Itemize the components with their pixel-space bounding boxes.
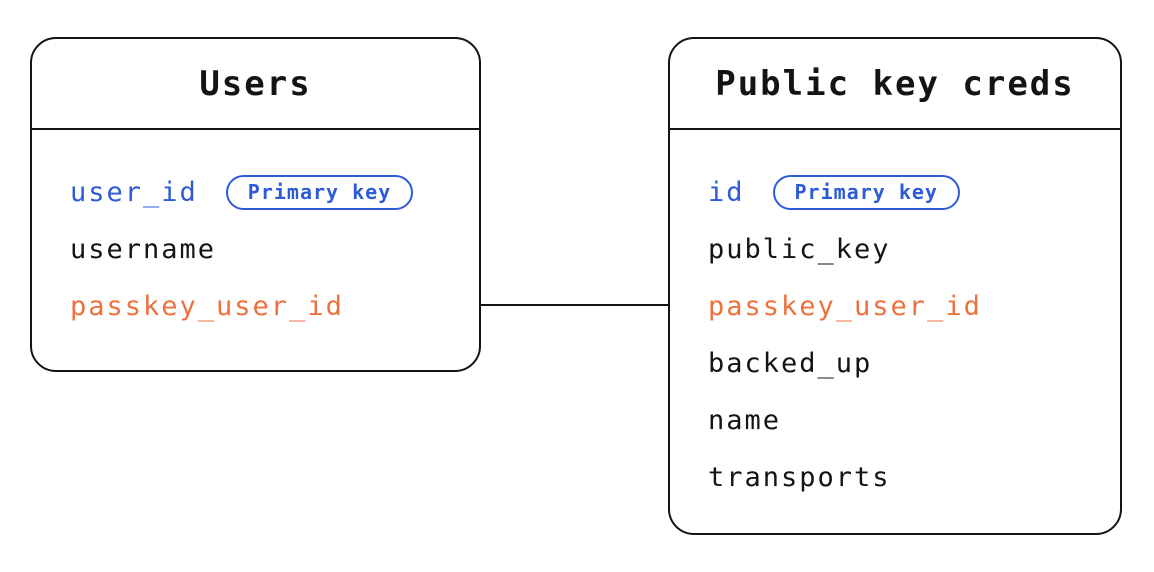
field-name: user_id [70, 177, 198, 208]
field-row: backed_up [708, 335, 1120, 392]
table-users: Users user_id Primary key username passk… [30, 37, 481, 372]
field-name: passkey_user_id [70, 291, 344, 322]
field-row: public_key [708, 221, 1120, 278]
field-name: name [708, 405, 782, 436]
field-name: username [70, 234, 217, 265]
field-name: passkey_user_id [708, 291, 982, 322]
field-row: user_id Primary key [70, 164, 479, 221]
field-name: public_key [708, 234, 891, 265]
field-name: id [708, 177, 745, 208]
table-users-fields: user_id Primary key username passkey_use… [32, 130, 479, 335]
field-row: transports [708, 449, 1120, 506]
table-public-key-creds-header: Public key creds [670, 39, 1120, 130]
field-row: name [708, 392, 1120, 449]
primary-key-badge: Primary key [772, 175, 960, 210]
field-row: id Primary key [708, 164, 1120, 221]
table-title: Public key creds [715, 63, 1075, 104]
relationship-line [481, 304, 668, 306]
table-public-key-creds-fields: id Primary key public_key passkey_user_i… [670, 130, 1120, 506]
field-row: passkey_user_id [70, 278, 479, 335]
field-row: username [70, 221, 479, 278]
table-title: Users [199, 63, 312, 104]
field-name: backed_up [708, 348, 873, 379]
table-public-key-creds: Public key creds id Primary key public_k… [668, 37, 1122, 535]
field-name: transports [708, 462, 891, 493]
field-row: passkey_user_id [708, 278, 1120, 335]
table-users-header: Users [32, 39, 479, 130]
primary-key-badge: Primary key [225, 175, 414, 210]
